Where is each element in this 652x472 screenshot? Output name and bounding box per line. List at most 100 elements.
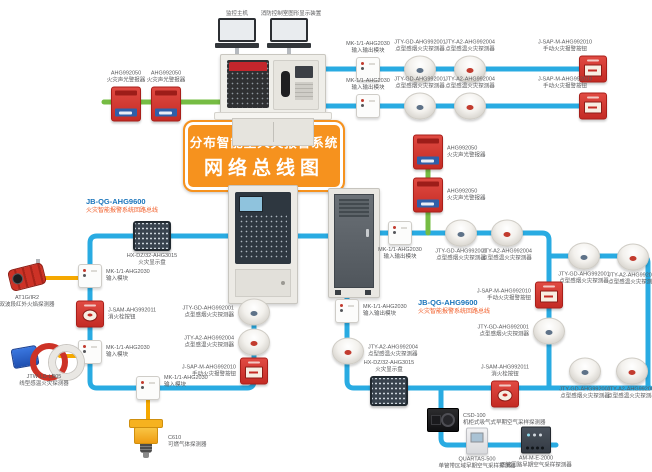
manual-call-point-icon — [579, 92, 607, 120]
controller-lower-door — [235, 269, 291, 297]
keypad-icon — [295, 66, 313, 78]
smoke-detector-icon — [569, 357, 601, 385]
blue-bus-line — [373, 230, 552, 391]
blue-bus-line — [344, 290, 652, 391]
heat-detector-icon — [617, 243, 649, 271]
laptop-screen-icon — [270, 18, 308, 42]
telephone-handset-icon — [281, 71, 290, 97]
vent-slots — [295, 82, 313, 100]
monitor-pole — [235, 46, 239, 56]
loop-name: 火灾智能报警系统回路总线 — [418, 309, 491, 316]
console-telephone-panel — [273, 60, 319, 110]
right-loop-title: JB-QG-AHG9600 火灾智能报警系统回路总线 — [418, 298, 490, 316]
controller-screen — [239, 196, 263, 212]
heat-detector-icon — [238, 328, 270, 356]
heat-detector-icon — [454, 55, 486, 83]
workstation-right-label: 消防控制室图形显示装置 — [260, 11, 322, 17]
io-module-icon — [388, 221, 412, 245]
io-module-icon — [356, 94, 380, 118]
smoke-detector-icon — [238, 298, 270, 326]
loop-controller-wall-panel — [228, 185, 298, 304]
heat-detector-icon — [332, 337, 364, 365]
sound-light-alarm-icon — [413, 177, 443, 213]
diagram-subtitle: 网络总线图 — [203, 158, 324, 179]
io-module-icon — [335, 299, 359, 323]
sound-light-alarm-icon — [151, 86, 181, 122]
workstation-left-label: 监控主机 — [225, 11, 248, 17]
heat-detector-icon — [491, 219, 523, 247]
quartas-sampler-icon — [466, 427, 488, 455]
fire-display-panel-icon — [133, 221, 171, 251]
gas-detector-icon — [128, 419, 164, 465]
csd-sampler-icon — [427, 408, 459, 432]
console-body — [220, 54, 326, 116]
monitor-pole — [287, 46, 291, 56]
blue-bus-line — [438, 385, 559, 448]
sound-light-alarm-icon — [111, 86, 141, 122]
io-module-icon — [136, 376, 160, 400]
sound-light-alarm-icon — [413, 134, 443, 170]
laptop-base-icon — [267, 43, 311, 48]
manual-call-point-icon — [535, 281, 563, 309]
loop-model: JB-QG-AHG9600 — [418, 298, 478, 307]
heat-detector-icon — [616, 357, 648, 385]
linear-heat-detector-icon — [10, 342, 84, 381]
